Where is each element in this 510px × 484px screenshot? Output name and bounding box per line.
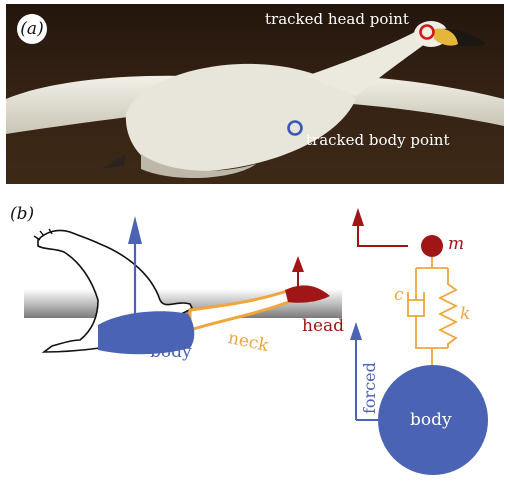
head-shape xyxy=(285,285,330,303)
body-label: body xyxy=(150,342,192,362)
panel-a-photo: (a) tracked head point tracked body poin… xyxy=(6,4,504,184)
mass-label: m xyxy=(448,234,465,254)
body-shape xyxy=(98,311,195,355)
swan-foot xyxy=(101,154,126,169)
swan-belly-shadow xyxy=(141,154,256,179)
body-circle-label: body xyxy=(410,410,452,430)
forced-label: forced xyxy=(360,362,379,414)
mass-circle xyxy=(421,235,443,257)
tracked-body-point-label: tracked body point xyxy=(306,131,450,149)
forced-arrow-head xyxy=(350,322,362,340)
mass-displacement-axis xyxy=(357,226,408,247)
spring-symbol xyxy=(437,278,459,348)
tracked-head-point-label: tracked head point xyxy=(265,10,409,28)
tracked-body-marker xyxy=(287,120,303,136)
panel-b-label: (b) xyxy=(10,204,35,224)
mass-displacement-arrow xyxy=(352,208,364,226)
swan-photo-illustration xyxy=(6,4,504,184)
swan-beak-yellow xyxy=(434,28,458,46)
damper-label: c xyxy=(394,285,404,305)
schematic-drawing xyxy=(24,208,488,475)
spring-label: k xyxy=(460,304,471,324)
body-circle xyxy=(378,365,488,475)
feather-tips xyxy=(33,228,53,241)
tracked-head-marker xyxy=(419,24,435,40)
damper-symbol xyxy=(407,278,425,342)
swan-neck xyxy=(306,29,438,96)
swan-body xyxy=(125,63,357,173)
spring-damper-top-frame xyxy=(415,257,449,278)
head-label: head xyxy=(302,316,345,336)
panel-b-schematic: body neck head m c k forced body xyxy=(0,192,510,484)
head-arrow-head xyxy=(292,256,304,272)
body-arrow-head xyxy=(128,216,142,244)
panel-a-label: (a) xyxy=(17,14,47,44)
